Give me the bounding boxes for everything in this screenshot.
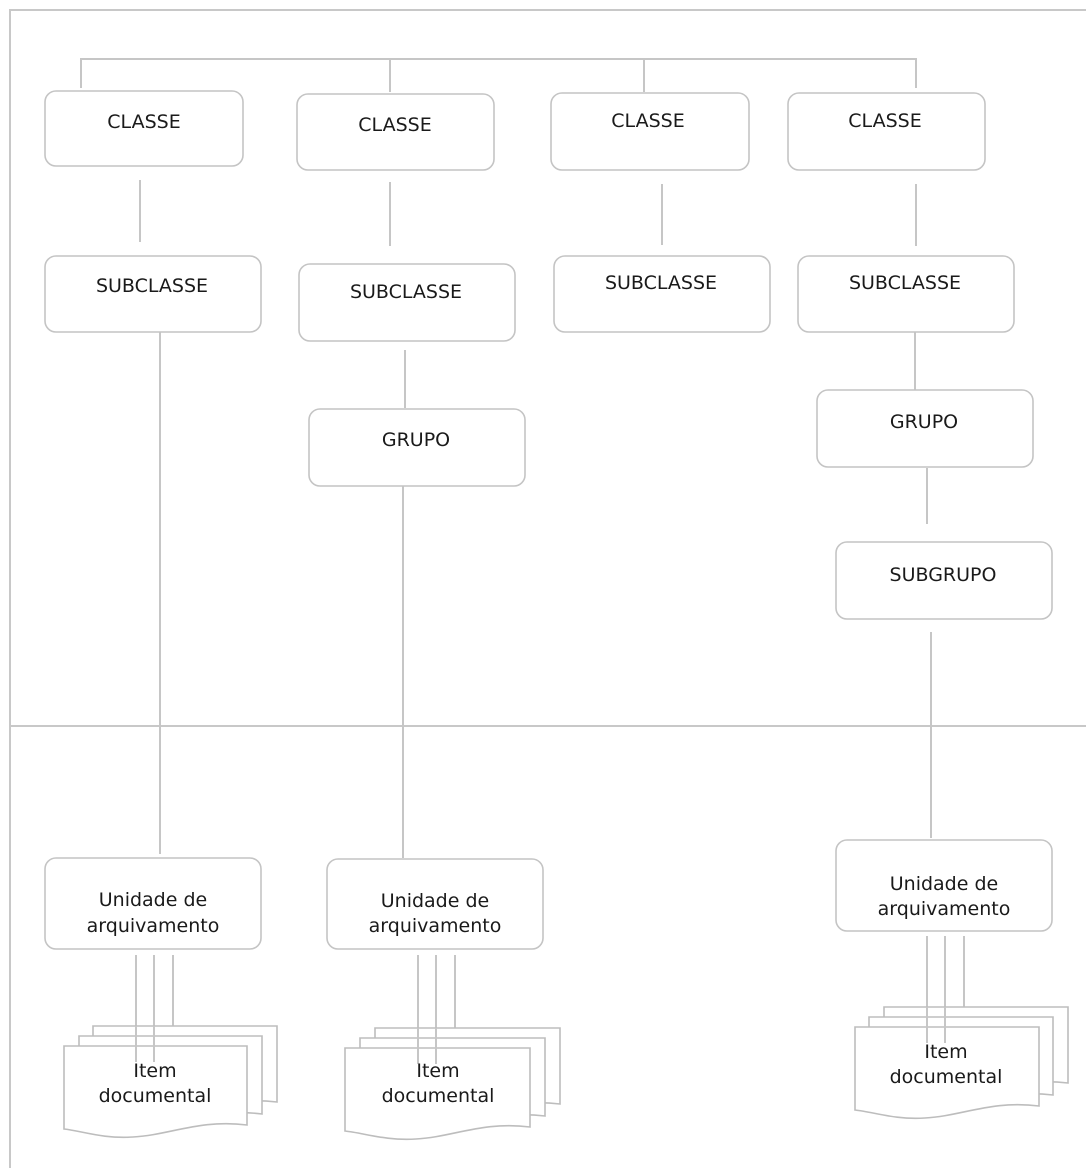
classe-box-2: CLASSE xyxy=(296,93,495,171)
grupo-label-2: GRUPO xyxy=(890,411,958,433)
unidade-box-1: Unidade de arquivamento xyxy=(44,857,262,950)
classe-box-4: CLASSE xyxy=(787,92,986,171)
connectors xyxy=(80,58,932,858)
subgrupo-box: SUBGRUPO xyxy=(835,541,1053,620)
item-stack-3: Item documental xyxy=(854,936,1069,1120)
document-page-front xyxy=(344,1047,531,1141)
classe-label-4: CLASSE xyxy=(848,110,921,132)
classe-label-1: CLASSE xyxy=(107,111,180,133)
unidade-box-3: Unidade de arquivamento xyxy=(835,839,1053,932)
classe-label-3: CLASSE xyxy=(611,110,684,132)
subclasse-label-4: SUBCLASSE xyxy=(849,272,961,294)
subclasse-label-3: SUBCLASSE xyxy=(605,272,717,294)
subgrupo-label: SUBGRUPO xyxy=(890,564,997,586)
item-stack-2: Item documental xyxy=(344,955,561,1141)
item-label-line2-1: documental xyxy=(99,1085,212,1107)
unidade-label-line2-2: arquivamento xyxy=(369,915,502,937)
unidade-box-2: Unidade de arquivamento xyxy=(326,858,544,950)
subclasse-label-1: SUBCLASSE xyxy=(96,275,208,297)
unidade-label-line1-1: Unidade de xyxy=(99,889,207,911)
item-label-line2-3: documental xyxy=(890,1066,1003,1088)
unidade-label-line2-1: arquivamento xyxy=(87,915,220,937)
subclasse-label-2: SUBCLASSE xyxy=(350,281,462,303)
item-stack-1: Item documental xyxy=(63,955,278,1139)
item-label-line2-2: documental xyxy=(382,1085,495,1107)
frame xyxy=(9,9,1086,1168)
classe-box-3: CLASSE xyxy=(550,92,750,171)
grupo-label-1: GRUPO xyxy=(382,429,450,451)
grupo-box-2: GRUPO xyxy=(816,389,1034,468)
unidade-label-line2-3: arquivamento xyxy=(878,898,1011,920)
subclasse-box-3: SUBCLASSE xyxy=(553,255,771,333)
classe-label-2: CLASSE xyxy=(358,114,431,136)
item-label-line1-1: Item xyxy=(133,1060,176,1082)
grupo-box-1: GRUPO xyxy=(308,408,526,487)
unidade-label-line1-2: Unidade de xyxy=(381,890,489,912)
item-label-line1-3: Item xyxy=(924,1041,967,1063)
document-page-front xyxy=(63,1045,248,1139)
unidade-label-line1-3: Unidade de xyxy=(890,873,998,895)
subclasse-box-1: SUBCLASSE xyxy=(44,255,262,333)
item-label-line1-2: Item xyxy=(416,1060,459,1082)
document-page-front xyxy=(854,1026,1040,1120)
subclasse-box-4: SUBCLASSE xyxy=(797,255,1015,333)
subclasse-box-2: SUBCLASSE xyxy=(298,263,516,342)
classe-box-1: CLASSE xyxy=(44,90,244,167)
